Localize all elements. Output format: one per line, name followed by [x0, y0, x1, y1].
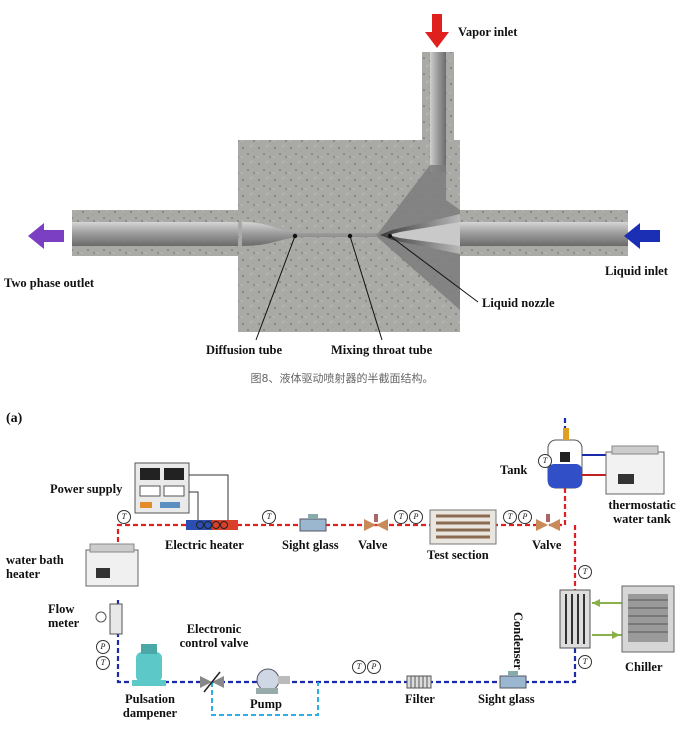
- pressure-gauge-icon: P: [409, 510, 423, 524]
- nozzle-bore: [388, 222, 460, 246]
- water-bath-heater-unit: [85, 543, 139, 587]
- temperature-gauge-icon: T: [117, 510, 131, 524]
- pressure-gauge-icon: P: [96, 640, 110, 654]
- two-phase-outlet-label: Two phase outlet: [4, 276, 95, 290]
- valve-right-unit: [536, 514, 560, 531]
- flow-meter-unit: [95, 603, 123, 635]
- pump-unit: [256, 668, 290, 694]
- liquid-inlet-pipe-bore: [460, 222, 628, 246]
- filter-label: Filter: [405, 692, 435, 706]
- flow-meter-label: Flow meter: [48, 602, 80, 630]
- electric-heater-unit: [186, 520, 238, 530]
- temperature-gauge-icon: T: [96, 656, 110, 670]
- condenser-unit: [559, 589, 591, 649]
- temperature-gauge-icon: T: [352, 660, 366, 674]
- temperature-gauge-icon: T: [394, 510, 408, 524]
- diffusion-channel: [242, 222, 376, 246]
- chiller-label: Chiller: [625, 660, 663, 674]
- chiller-unit: [621, 585, 675, 653]
- thermostatic-water-tank-label: thermostatic water tank: [608, 498, 676, 526]
- mixing-throat-tube-label: Mixing throat tube: [331, 343, 433, 357]
- diffusion-tube-label: Diffusion tube: [206, 343, 283, 357]
- water-bath-heater-label: water bath heater: [6, 553, 64, 581]
- power-supply-label: Power supply: [50, 482, 123, 496]
- tank-unit: [547, 428, 606, 489]
- electric-heater-label: Electric heater: [165, 538, 244, 552]
- thermostatic-tank-unit: [605, 445, 665, 495]
- condenser-label: Condenser: [511, 612, 525, 670]
- liquid-arrow-icon: [624, 223, 660, 249]
- test-section-unit: [429, 509, 497, 545]
- test-section-label: Test section: [427, 548, 489, 562]
- electronic-control-valve-label: Electronic control valve: [179, 622, 249, 650]
- leader-dots: [292, 233, 393, 239]
- figure-caption: 图8、液体驱动喷射器的半截面结构。: [250, 372, 434, 385]
- sight-glass-top-label: Sight glass: [282, 538, 339, 552]
- pulsation-dampener-unit: [132, 644, 166, 686]
- sight-glass-bottom-unit: [499, 671, 527, 689]
- tank-label: Tank: [500, 463, 528, 477]
- vapor-arrow-icon: [425, 14, 449, 48]
- valve-top-label: Valve: [358, 538, 388, 552]
- panel-label: (a): [6, 411, 23, 426]
- vapor-pipe-bore: [430, 52, 446, 172]
- outlet-arrow-icon: [28, 223, 64, 249]
- vapor-inlet-label: Vapor inlet: [458, 25, 518, 39]
- pressure-gauge-icon: P: [518, 510, 532, 524]
- filter-unit: [406, 675, 432, 689]
- pressure-gauge-icon: P: [367, 660, 381, 674]
- temperature-gauge-icon: T: [503, 510, 517, 524]
- pump-label: Pump: [250, 697, 282, 711]
- leader-lines: [255, 235, 479, 341]
- sight-glass-bottom-label: Sight glass: [478, 692, 535, 706]
- liquid-nozzle-label: Liquid nozzle: [482, 296, 555, 310]
- bypass-line: [211, 682, 319, 716]
- temperature-gauge-icon: T: [578, 655, 592, 669]
- electronic-control-valve-unit: [200, 671, 224, 693]
- power-supply-unit: [134, 462, 229, 525]
- pulsation-dampener-label: Pulsation dampener: [122, 692, 178, 720]
- chiller-return-arrow-icon: [612, 631, 620, 639]
- chiller-pipes: [592, 602, 622, 636]
- temperature-gauge-icon: T: [538, 454, 552, 468]
- valve-top-unit: [364, 514, 388, 531]
- temperature-gauge-icon: T: [578, 565, 592, 579]
- liquid-inlet-label: Liquid inlet: [605, 264, 668, 278]
- valve-right-label: Valve: [532, 538, 562, 552]
- outlet-pipe-bore: [72, 222, 242, 246]
- temperature-gauge-icon: T: [262, 510, 276, 524]
- sight-glass-top-unit: [299, 514, 327, 532]
- chiller-arrow-icon: [592, 599, 600, 607]
